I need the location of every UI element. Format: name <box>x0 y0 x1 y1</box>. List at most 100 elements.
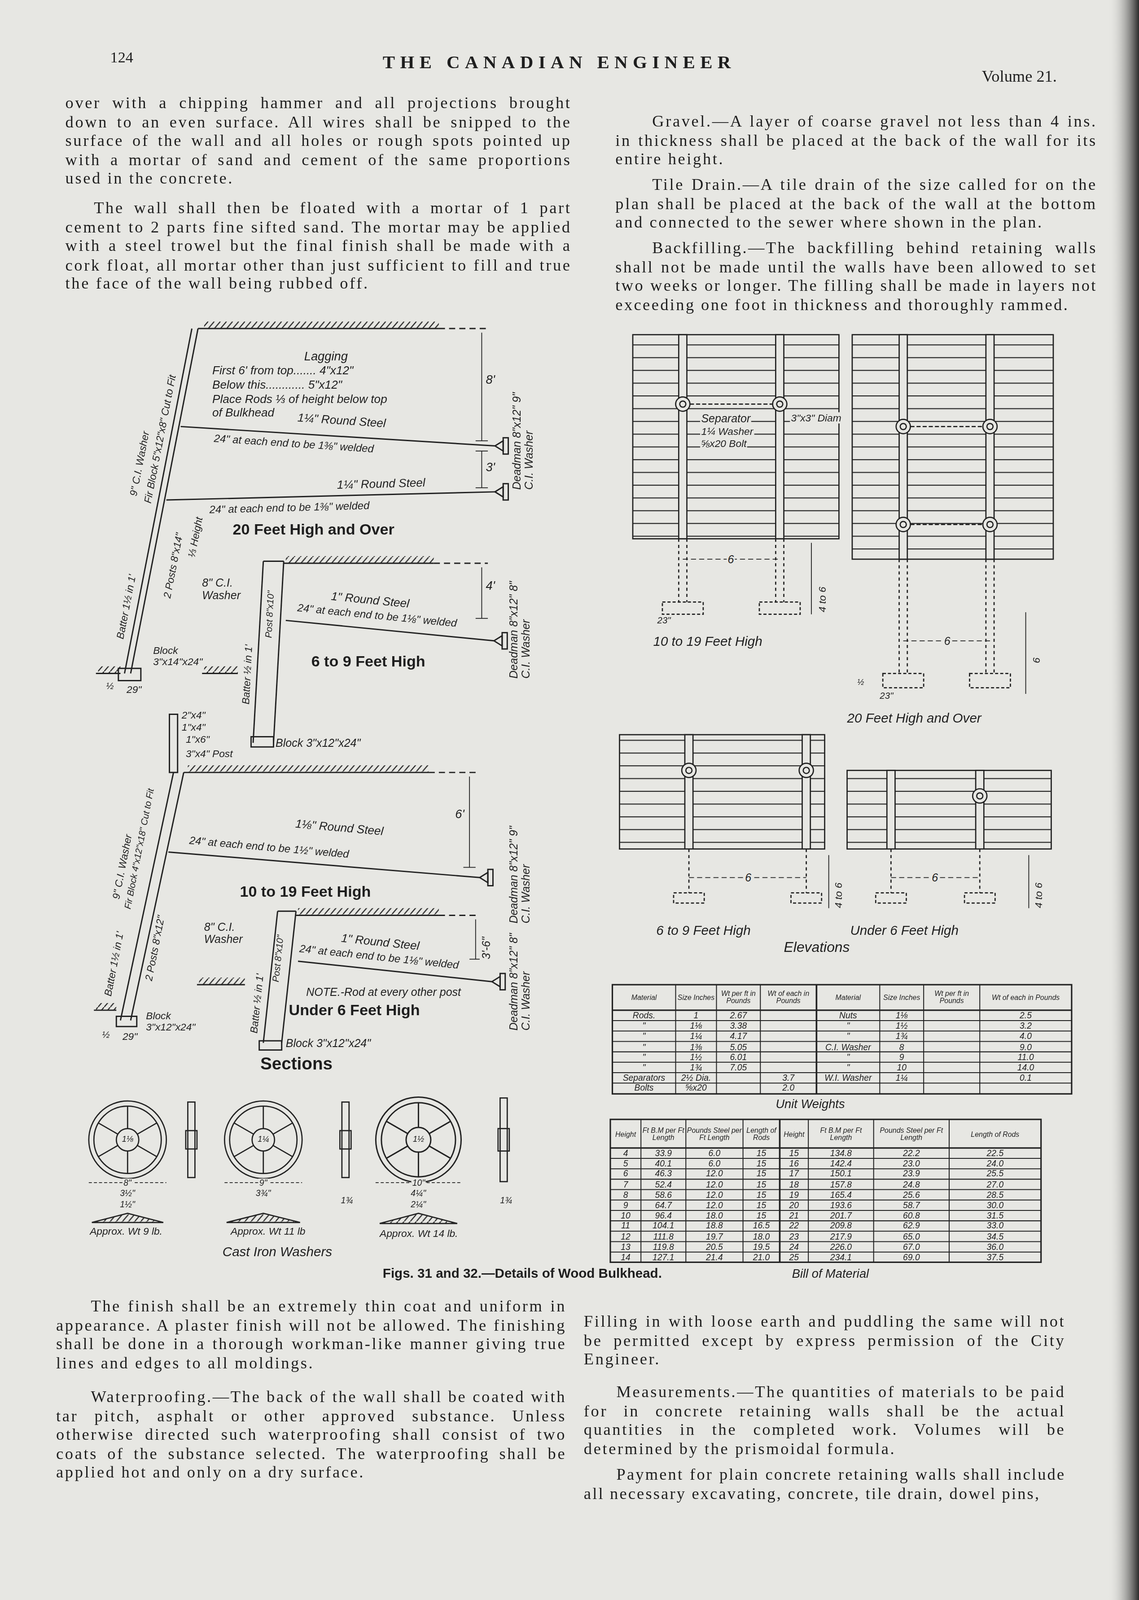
bulkhead-elevations <box>886 770 895 850</box>
table-cell: Nuts <box>816 1010 880 1021</box>
table-cell: 24 <box>779 1241 809 1253</box>
drawing-label: First 6' from top....... 4"x12" <box>212 364 354 378</box>
table-cell: ⅝x20 <box>675 1082 717 1094</box>
bulkhead-sections <box>187 765 429 773</box>
table-cell: " <box>816 1020 880 1031</box>
body-paragraph: Backfilling.—The backfilling behind reta… <box>615 238 1097 315</box>
table-cell: 2½ Dia. <box>675 1072 717 1083</box>
cast-iron-washers <box>185 1130 198 1149</box>
table-cell: 1¾ <box>675 1062 717 1073</box>
drawing-label: 1¼" Round Steel <box>297 411 386 430</box>
table-cell: 6.01 <box>716 1051 761 1063</box>
table-grid <box>759 984 761 1094</box>
bulkhead-sections <box>499 973 505 990</box>
table-cell: 27.0 <box>949 1178 1042 1190</box>
table-cell: 15 <box>743 1189 780 1201</box>
bulkhead-elevations <box>810 543 812 615</box>
table-grid <box>640 1119 642 1262</box>
drawing-label: 6' <box>455 808 465 822</box>
table-cell: " <box>612 1062 676 1073</box>
bulkhead-elevations <box>986 423 994 430</box>
table-cell: 36.0 <box>949 1241 1042 1253</box>
bulkhead-sections <box>273 560 284 743</box>
table-cell: 18 <box>779 1178 809 1190</box>
bulkhead-elevations <box>673 892 705 903</box>
table-cell: 104.1 <box>640 1220 686 1231</box>
table-cell: 9 <box>879 1051 924 1063</box>
bulkhead-elevations <box>1028 854 1030 908</box>
table-cell: 24.8 <box>873 1178 950 1190</box>
drawing-label: ½ <box>106 681 114 692</box>
table-cell: 142.4 <box>808 1158 874 1169</box>
bulkhead-sections <box>475 617 488 619</box>
drawing-label: Block 3"x12"x24" <box>285 1036 371 1049</box>
drawing-label: 4 to 6 <box>1032 882 1044 909</box>
bulkhead-sections <box>463 867 476 868</box>
table-cell: 30.0 <box>949 1200 1042 1211</box>
bulkhead-elevations <box>684 734 693 850</box>
table-grid <box>610 1220 1042 1222</box>
bulkhead-sections <box>93 321 509 1050</box>
bulkhead-elevations <box>882 673 924 688</box>
bulkhead-elevations <box>805 849 807 894</box>
drawing-label: Post 8"x10" <box>264 590 277 639</box>
table-grid <box>610 1209 1042 1211</box>
table-cell: 19 <box>779 1189 809 1201</box>
table-cell: 34.5 <box>949 1230 1042 1242</box>
bulkhead-elevations <box>896 517 911 532</box>
table-cell: 5.05 <box>716 1041 761 1052</box>
table-cell: 37.5 <box>949 1252 1042 1263</box>
cast-iron-washers <box>226 1213 301 1223</box>
bulkhead-elevations <box>982 419 998 434</box>
drawing-label: Sections <box>260 1055 333 1074</box>
cast-iron-washers <box>224 1100 303 1179</box>
figure-caption: Figs. 31 and 32.—Details of Wood Bulkhea… <box>382 1266 662 1282</box>
bulkhead-elevations <box>775 334 784 539</box>
table-cell: 15 <box>743 1210 780 1221</box>
bulkhead-sections <box>481 451 483 488</box>
table-grid <box>610 1178 1042 1180</box>
drawing-label: 1"x4" <box>181 721 206 733</box>
bulkhead-sections <box>468 776 470 868</box>
bulkhead-sections <box>494 635 503 646</box>
table-cell: 21 <box>779 1210 809 1221</box>
table-cell: 20 <box>779 1200 809 1211</box>
table-cell: Bolts <box>612 1082 676 1094</box>
table-cell: 234.1 <box>808 1252 874 1263</box>
bulkhead-elevations <box>619 334 1054 909</box>
bulkhead-sections <box>277 910 297 912</box>
table-cell: " <box>816 1051 880 1063</box>
drawing-label: Separator <box>700 412 752 425</box>
table-grid <box>610 1251 1042 1253</box>
drawing-label: Deadman 8"x12" 8" C.I. Washer <box>507 576 532 679</box>
table-cell: 14.0 <box>979 1062 1072 1073</box>
cast-iron-washers <box>379 1213 458 1224</box>
table-cell: 58.6 <box>640 1189 686 1201</box>
drawing-label: 10 to 19 Feet High <box>652 634 763 650</box>
drawing-label: 23" <box>879 692 894 702</box>
table-cell: 1⅛ <box>675 1020 717 1031</box>
body-paragraph: Waterproofing.—The back of the wall shal… <box>56 1387 567 1482</box>
drawing-label: 3"x4" Post <box>185 748 233 760</box>
drawing-label: Approx. Wt 9 lb. <box>89 1225 163 1237</box>
cast-iron-washers <box>88 1100 167 1179</box>
table-cell: 40.1 <box>640 1158 686 1169</box>
bulkhead-elevations <box>686 538 688 602</box>
drawing-label: Deadman 8"x12" 9" C.I. Washer <box>510 387 535 490</box>
bulkhead-elevations <box>776 401 784 408</box>
bulkhead-elevations <box>910 425 983 428</box>
table-grid <box>923 984 925 1094</box>
drawing-label: 1¼ Washer <box>700 425 754 437</box>
bulkhead-sections <box>198 977 245 985</box>
drawing-label: 6 to 9 Feet High <box>311 652 426 671</box>
bulkhead-elevations <box>898 559 900 674</box>
bulkhead-sections <box>183 771 429 774</box>
table-cell: 46.3 <box>640 1168 686 1179</box>
drawing-label: ½ <box>857 678 864 688</box>
drawing-label: 3"x3" Diam <box>789 412 843 424</box>
drawing-label: Approx. Wt 14 lb. <box>379 1227 458 1239</box>
drawing-label: 1½" <box>119 1199 136 1210</box>
table-cell: 1¼ <box>675 1030 717 1042</box>
bulkhead-elevations <box>783 538 785 602</box>
drawing-label: Batter ½ in 1' <box>239 644 255 705</box>
